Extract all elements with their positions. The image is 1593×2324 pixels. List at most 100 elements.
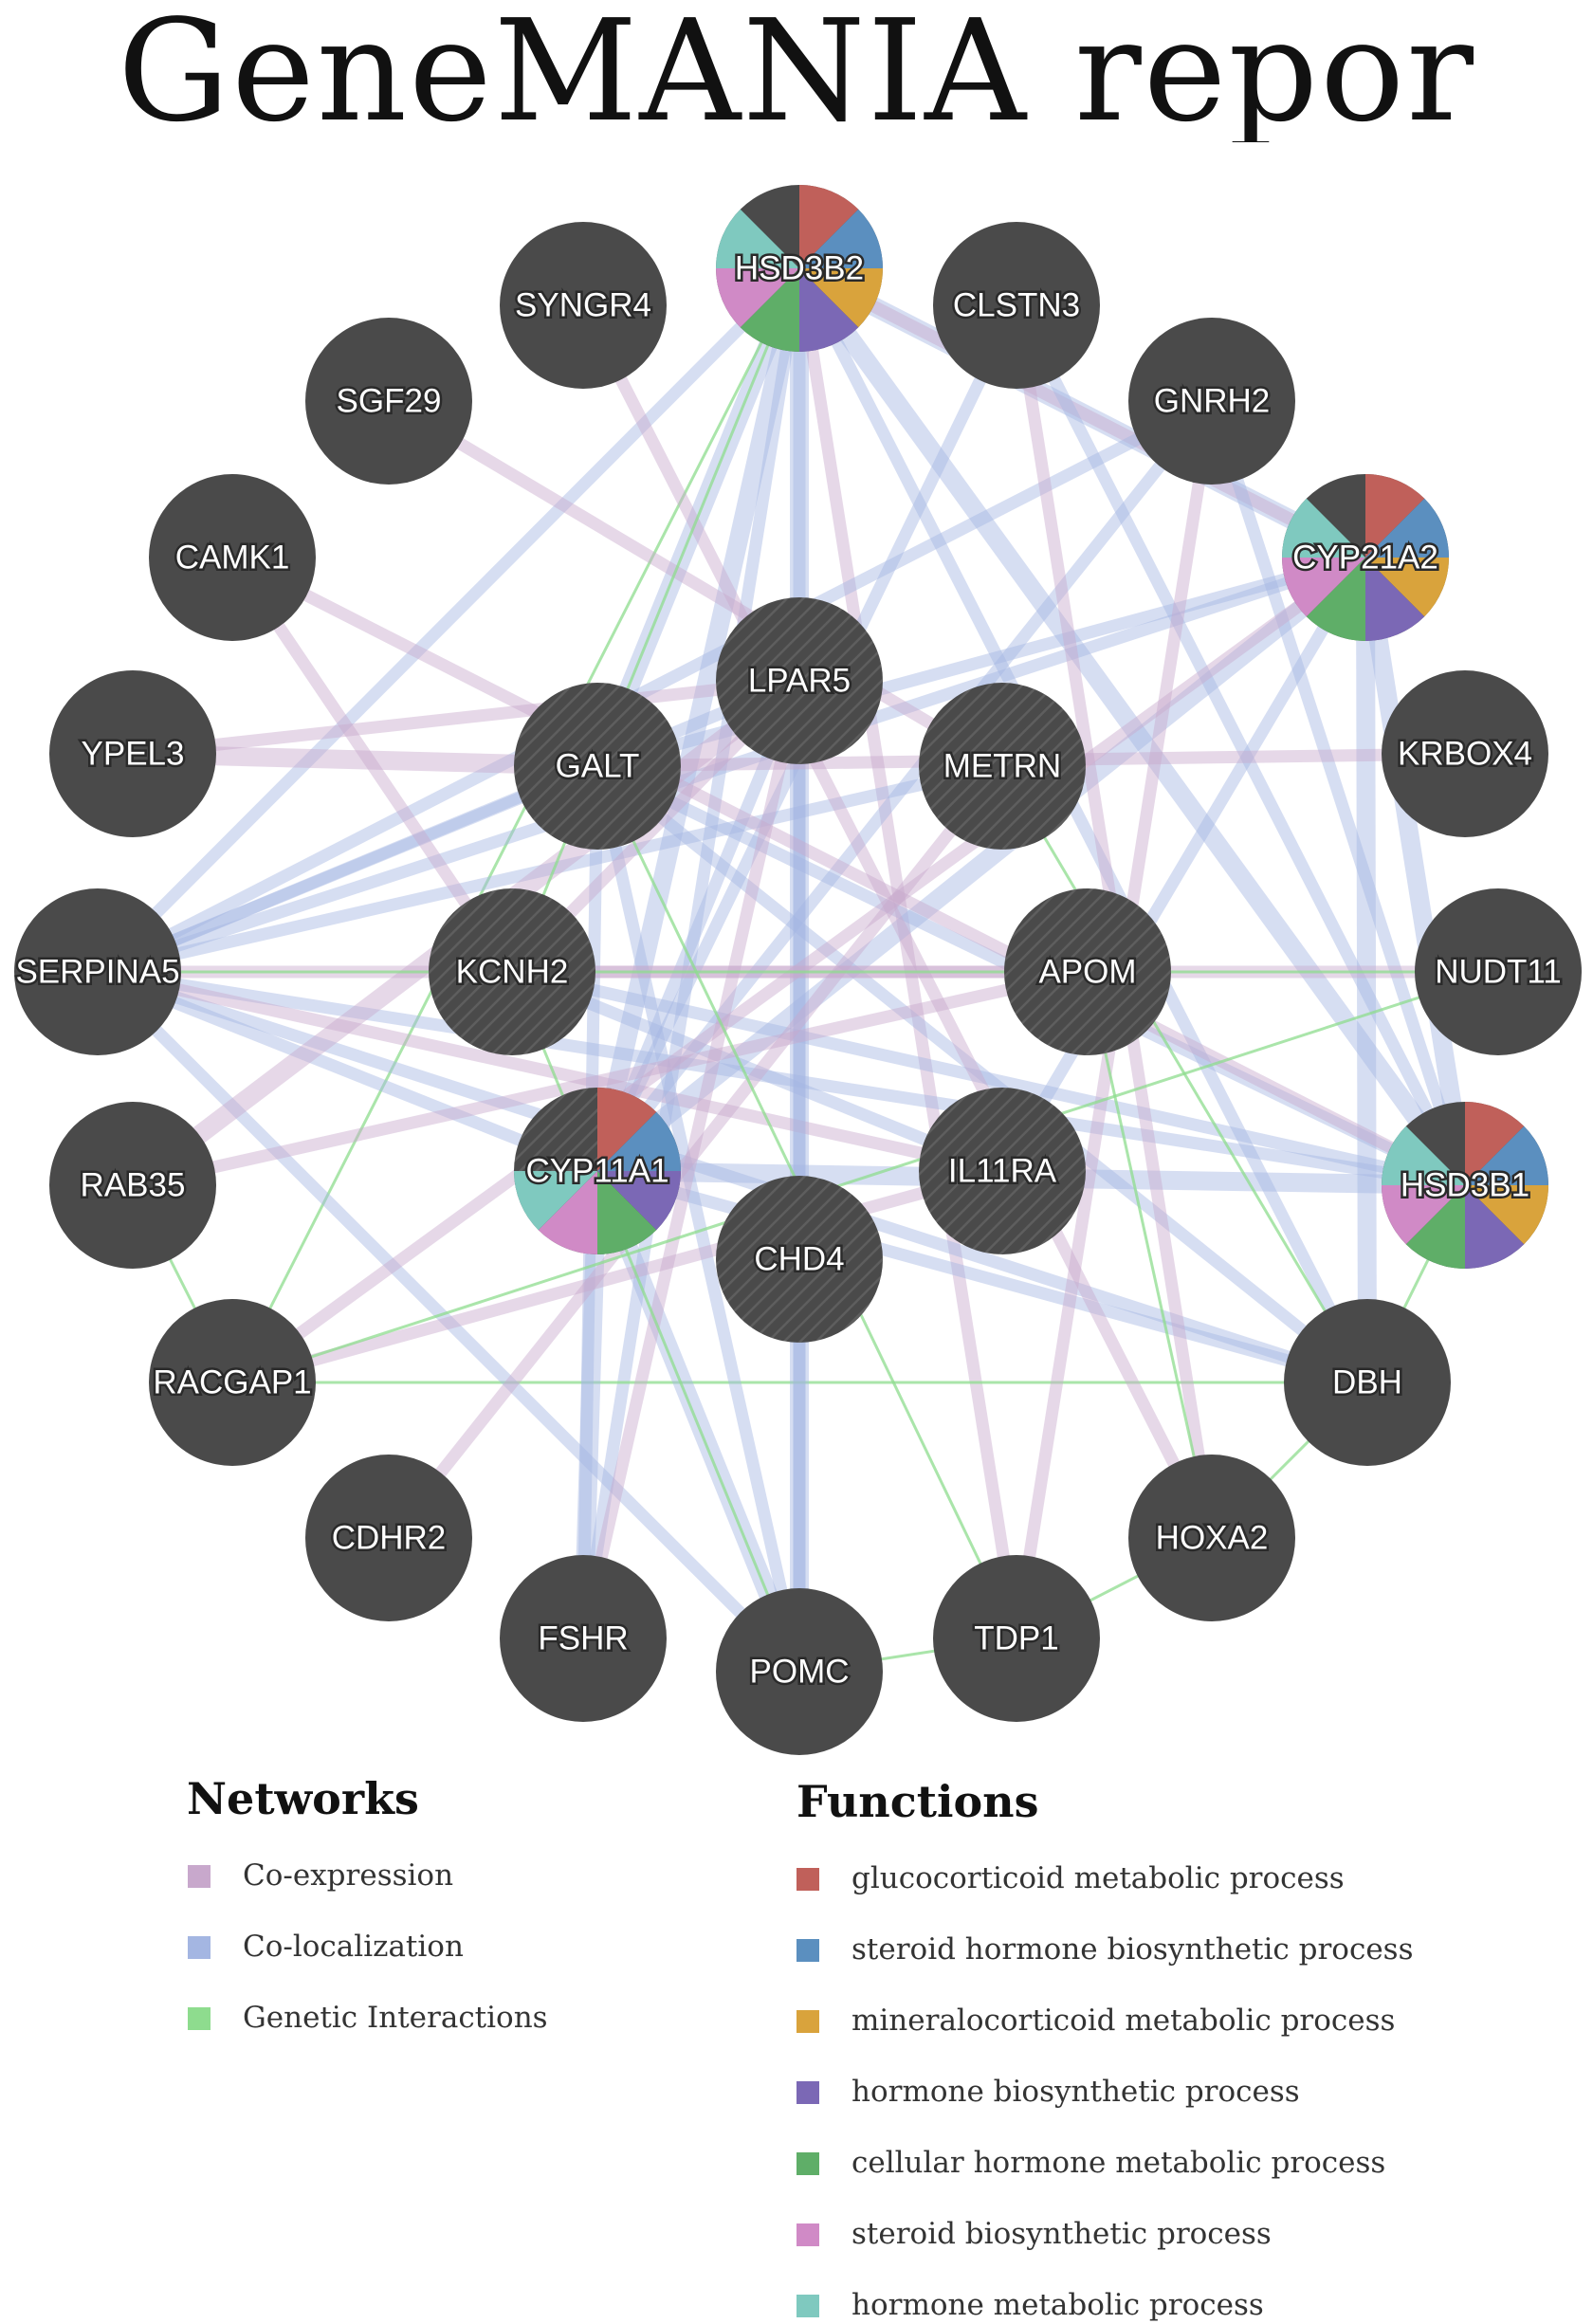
function-slice-steroid-biosynthetic — [538, 1171, 597, 1254]
node-circle — [1415, 888, 1582, 1055]
gene-node-gnrh2[interactable]: GNRH2 — [1128, 318, 1295, 485]
gene-node-apom[interactable]: APOM — [1004, 888, 1171, 1055]
gene-node-krbox4[interactable]: KRBOX4 — [1382, 670, 1548, 837]
edge-co-localization-hsd3b1-gnrh2 — [1205, 399, 1472, 1187]
legend-label: Co-expression — [243, 1858, 454, 1893]
node-circle — [716, 1588, 883, 1755]
function-slice-glucocorticoid — [1365, 474, 1425, 558]
gene-node-cyp21a2[interactable]: CYP21A2 — [1282, 474, 1449, 641]
gene-node-pomc[interactable]: POMC — [716, 1588, 883, 1755]
node-label: CDHR2 — [332, 1520, 447, 1557]
node-circle — [49, 670, 216, 837]
function-slice-steroid-biosynthetic — [716, 268, 799, 328]
edge-co-localization-hsd3b2-dbh — [794, 265, 1373, 1385]
node-label: LPAR5 — [748, 663, 851, 700]
gene-node-kcnh2[interactable]: KCNH2 — [429, 888, 595, 1055]
gene-node-cyp11a1[interactable]: CYP11A1 — [514, 1088, 681, 1254]
node-label: APOM — [1038, 954, 1136, 991]
gene-node-serpina5[interactable]: SERPINA5 — [13, 888, 182, 1055]
gene-node-lpar5[interactable]: LPAR5 — [716, 597, 883, 764]
node-label: METRN — [943, 748, 1061, 785]
node-label: DBH — [1332, 1364, 1402, 1401]
node-label: KRBOX4 — [1398, 736, 1532, 773]
node-circle — [933, 222, 1100, 389]
edge-co-expression-cyp21a2-hsd3b2 — [796, 263, 1368, 563]
node-circle — [1004, 888, 1171, 1055]
edge-co-localization-cyp21a2-hsd3b1 — [1356, 556, 1474, 1187]
node-label: GNRH2 — [1154, 383, 1271, 420]
node-label: CLSTN3 — [953, 287, 1080, 324]
function-slice-hormone-biosynthetic — [799, 268, 859, 352]
gene-node-il11ra[interactable]: IL11RA — [919, 1088, 1086, 1254]
node-label: HOXA2 — [1156, 1520, 1269, 1557]
legend-label: Genetic Interactions — [243, 2001, 548, 2035]
function-slice-cellular-hormone-metabolic — [740, 268, 799, 352]
legend-label: hormone metabolic process — [851, 2288, 1264, 2322]
function-slice-hormone-biosynthetic — [1465, 1185, 1525, 1269]
gene-node-metrn[interactable]: METRN — [919, 683, 1086, 850]
gene-node-hsd3b2[interactable]: HSD3B2 — [716, 185, 883, 352]
node-label: NUDT11 — [1435, 954, 1562, 991]
gene-node-cdhr2[interactable]: CDHR2 — [305, 1455, 472, 1621]
edge-genetic-interactions-hoxa2-apom — [1086, 971, 1214, 1539]
node-circle — [305, 1455, 472, 1621]
gene-node-sgf29[interactable]: SGF29 — [305, 318, 472, 485]
node-circle — [500, 222, 667, 389]
edge-co-localization-il11ra-cyp21a2 — [997, 554, 1371, 1175]
gene-node-ypel3[interactable]: YPEL3 — [49, 670, 216, 837]
node-circle — [500, 1555, 667, 1722]
edge-co-localization-cyp11a1-gnrh2 — [592, 396, 1218, 1176]
node-label: RAB35 — [81, 1167, 186, 1204]
node-circle — [1128, 1455, 1295, 1621]
legend-swatch — [796, 2081, 819, 2104]
function-slice-steroid-hormone-biosynthetic — [1465, 1125, 1548, 1185]
edge-co-localization-dbh-cyp11a1 — [595, 1164, 1369, 1389]
gene-node-fshr[interactable]: FSHR — [500, 1555, 667, 1722]
edge-co-localization-cyp21a2-dbh — [1356, 557, 1377, 1383]
function-slice-cellular-hormone-metabolic — [1306, 558, 1365, 641]
edge-co-localization-dbh-serpina5 — [96, 965, 1369, 1389]
legend-label: steroid hormone biosynthetic process — [851, 1932, 1414, 1967]
node-label: SERPINA5 — [15, 954, 179, 991]
edge-co-localization-serpina5-pomc — [93, 967, 804, 1676]
node-label: FSHR — [538, 1620, 628, 1657]
gene-node-hoxa2[interactable]: HOXA2 — [1128, 1455, 1295, 1621]
legend-label: steroid biosynthetic process — [851, 2217, 1272, 2251]
legend-swatch — [188, 1865, 211, 1888]
legend-label: hormone biosynthetic process — [851, 2075, 1300, 2109]
node-circle — [716, 597, 883, 764]
node-label: TDP1 — [974, 1620, 1058, 1657]
node-circle — [514, 683, 681, 850]
node-circle — [919, 1088, 1086, 1254]
gene-node-tdp1[interactable]: TDP1 — [933, 1555, 1100, 1722]
node-circle — [933, 1555, 1100, 1722]
function-slice-cellular-hormone-metabolic — [597, 1171, 657, 1254]
gene-node-nudt11[interactable]: NUDT11 — [1415, 888, 1582, 1055]
gene-node-syngr4[interactable]: SYNGR4 — [500, 222, 667, 389]
gene-node-hsd3b1[interactable]: HSD3B1 — [1382, 1102, 1548, 1269]
edge-co-localization-metrn-serpina5 — [96, 759, 1004, 979]
edge-co-localization-hsd3b2-cyp11a1 — [588, 265, 809, 1174]
edge-co-expression-fshr-lpar5 — [577, 679, 806, 1640]
edge-layer — [93, 260, 1499, 1676]
legend-label: glucocorticoid metabolic process — [851, 1861, 1345, 1895]
node-circle — [1128, 318, 1295, 485]
gene-node-camk1[interactable]: CAMK1 — [149, 474, 316, 641]
gene-node-chd4[interactable]: CHD4 — [716, 1176, 883, 1343]
edge-co-expression-hsd3b2-tdp1 — [793, 266, 1023, 1640]
legend-swatch — [188, 1936, 211, 1959]
gene-node-racgap1[interactable]: RACGAP1 — [149, 1299, 316, 1466]
edge-genetic-interactions-racgap1-nudt11 — [231, 970, 1499, 1384]
edge-co-expression-rab35-apom — [131, 965, 1089, 1192]
gene-node-dbh[interactable]: DBH — [1284, 1299, 1451, 1466]
node-label: GALT — [556, 748, 640, 785]
edge-co-localization-dbh-galt — [593, 760, 1372, 1388]
edge-co-expression-cdhr2-metrn — [383, 761, 1008, 1543]
gene-node-clstn3[interactable]: CLSTN3 — [933, 222, 1100, 389]
gene-node-rab35[interactable]: RAB35 — [49, 1102, 216, 1269]
edge-co-localization-serpina5-lpar5 — [95, 674, 802, 979]
gene-node-galt[interactable]: GALT — [514, 683, 681, 850]
function-slice-cellular-hormone-metabolic — [1405, 1185, 1465, 1269]
